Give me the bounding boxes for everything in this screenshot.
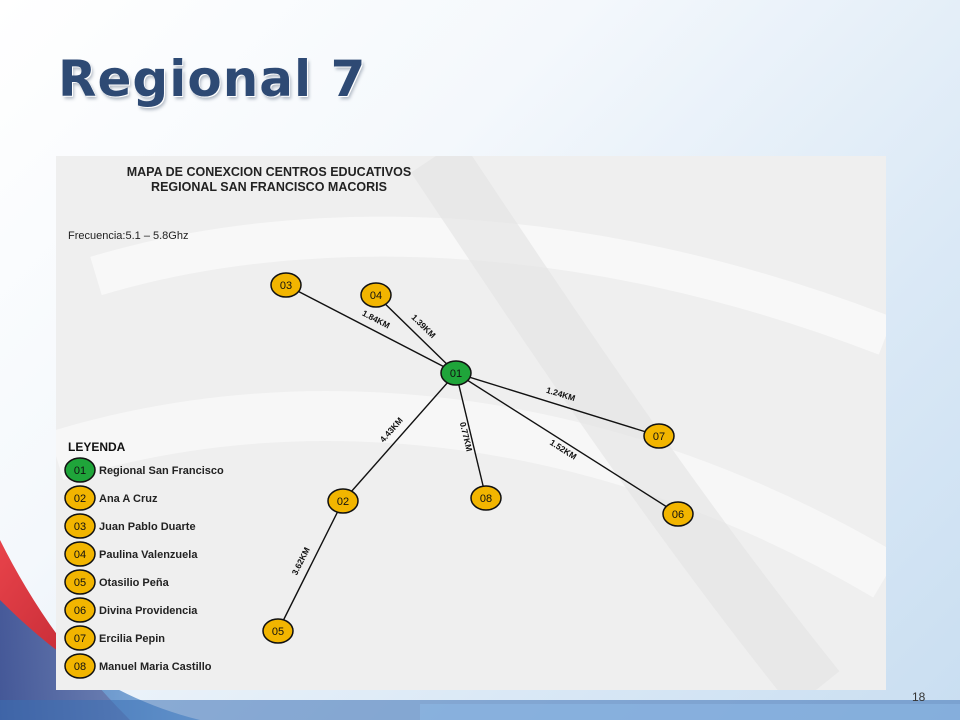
legend-name: Ana A Cruz	[99, 493, 158, 505]
node-02: 02	[327, 488, 359, 514]
node-label: 03	[280, 280, 292, 292]
legend-item-08: 08 Manuel Maria Castillo	[64, 653, 212, 679]
node-04: 04	[360, 282, 392, 308]
legend-name: Otasilio Peña	[99, 577, 170, 589]
node-05: 05	[262, 618, 294, 644]
legend-code: 01	[74, 465, 86, 477]
link-02-05	[277, 500, 344, 632]
legend-marker	[64, 569, 96, 595]
legend-name: Regional San Francisco	[99, 465, 224, 477]
node-label: 01	[450, 368, 462, 380]
link-01-02	[342, 372, 457, 502]
link-distance-text: 1.84KM	[361, 308, 392, 331]
site-node-marker	[470, 485, 502, 511]
nodes-layer: 01 02 03 04 05 06 07 08	[262, 272, 694, 644]
legend-item-05: 05 Otasilio Peña	[64, 569, 170, 595]
site-node-marker	[327, 488, 359, 514]
legend-marker	[64, 513, 96, 539]
link-01-06	[455, 372, 679, 515]
legend-item-01: 01 Regional San Francisco	[64, 457, 224, 483]
node-01: 01	[440, 360, 472, 386]
node-07: 07	[643, 423, 675, 449]
page-number: 18	[912, 690, 926, 704]
legend-item-07: 07 Ercilia Pepin	[64, 625, 165, 651]
link-distance-label: 3.62KM	[290, 546, 312, 577]
legend-marker	[64, 625, 96, 651]
bg-curve	[90, 216, 886, 355]
legend-code: 03	[74, 521, 86, 533]
legend-marker	[64, 597, 96, 623]
site-node-marker	[360, 282, 392, 308]
connection-map: MAPA DE CONEXCION CENTROS EDUCATIVOS REG…	[56, 156, 886, 690]
site-node-marker	[662, 501, 694, 527]
node-label: 04	[370, 290, 382, 302]
link-distance-text: 3.62KM	[290, 546, 312, 577]
node-label: 06	[672, 509, 684, 521]
node-label: 02	[337, 496, 349, 508]
bg-curve	[411, 156, 840, 690]
node-label: 05	[272, 626, 284, 638]
legend-name: Juan Pablo Duarte	[99, 521, 196, 533]
link-01-08	[455, 372, 487, 499]
legend-code: 07	[74, 633, 86, 645]
legend-name: Paulina Valenzuela	[99, 549, 198, 561]
legend-item-02: 02 Ana A Cruz	[64, 485, 158, 511]
bottom-band-light	[420, 704, 960, 720]
legend-marker	[64, 653, 96, 679]
node-label: 08	[480, 493, 492, 505]
link-distance-text: 1.39KM	[410, 312, 438, 340]
node-08: 08	[470, 485, 502, 511]
map-title-line2: REGIONAL SAN FRANCISCO MACORIS	[151, 180, 387, 194]
link-01-04	[375, 294, 457, 374]
legend-code: 05	[74, 577, 86, 589]
hub-node-marker	[440, 360, 472, 386]
legend-name: Divina Providencia	[99, 605, 198, 617]
slide-title: Regional 7	[58, 50, 367, 108]
map-title-line1: MAPA DE CONEXCION CENTROS EDUCATIVOS	[127, 165, 412, 179]
bg-curve	[56, 391, 886, 598]
legend-item-04: 04 Paulina Valenzuela	[64, 541, 198, 567]
site-node-marker	[270, 272, 302, 298]
legend-code: 06	[74, 605, 86, 617]
legend-marker	[64, 485, 96, 511]
legend-code: 08	[74, 661, 86, 673]
legend-name: Manuel Maria Castillo	[99, 661, 212, 673]
link-01-07	[455, 372, 660, 437]
frequency-label: Frecuencia:5.1 – 5.8Ghz	[68, 230, 188, 242]
legend-heading: LEYENDA	[68, 440, 126, 454]
link-01-03	[285, 284, 457, 374]
link-distance-label: 1.84KM	[361, 308, 392, 331]
node-label: 07	[653, 431, 665, 443]
site-node-marker	[643, 423, 675, 449]
legend-name: Ercilia Pepin	[99, 633, 165, 645]
site-node-marker	[262, 618, 294, 644]
node-06: 06	[662, 501, 694, 527]
legend-code: 02	[74, 493, 86, 505]
legend-item-03: 03 Juan Pablo Duarte	[64, 513, 196, 539]
legend-marker	[64, 541, 96, 567]
node-03: 03	[270, 272, 302, 298]
legend: 01 Regional San Francisco 02 Ana A Cruz 03 Ju…	[64, 457, 224, 679]
link-distance-label: 1.39KM	[410, 312, 438, 340]
legend-marker	[64, 457, 96, 483]
legend-item-06: 06 Divina Providencia	[64, 597, 198, 623]
map-panel: MAPA DE CONEXCION CENTROS EDUCATIVOS REG…	[56, 156, 886, 690]
corner-swoosh-blue	[0, 600, 200, 720]
legend-code: 04	[74, 549, 86, 561]
